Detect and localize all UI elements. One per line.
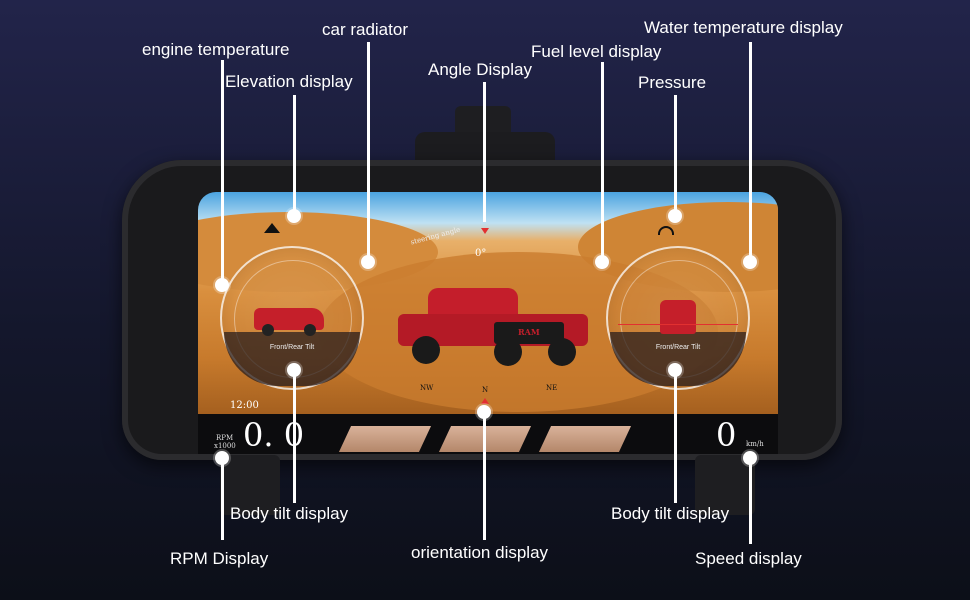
speed-unit: km/h: [746, 440, 764, 448]
callout-dot: [215, 278, 229, 292]
gauge-shade: [224, 332, 360, 386]
callout-line: [674, 95, 677, 215]
wheel-icon: [548, 338, 576, 366]
body-tilt-gauge-right: Front/Rear Tilt: [606, 246, 750, 390]
callout-line: [483, 412, 486, 540]
callout-line: [483, 82, 486, 222]
callout-dot: [595, 255, 609, 269]
callout-line: [293, 95, 296, 215]
speed-value: 0: [716, 416, 737, 454]
callout-line: [749, 458, 752, 544]
mount-bracket-right: [695, 455, 755, 515]
gauge-left-label: Front/Rear Tilt: [269, 344, 315, 351]
callout-engine-temperature: engine temperature: [142, 40, 290, 59]
rpm-unit: RPM: [216, 434, 234, 442]
callout-line: [367, 42, 370, 262]
pressure-icon: [658, 226, 674, 235]
callout-line: [221, 458, 224, 540]
wheel-icon: [262, 324, 274, 336]
callout-fuel-level-display: Fuel level display: [531, 42, 662, 61]
callout-speed-display: Speed display: [695, 549, 802, 568]
callout-line: [674, 370, 677, 503]
status-segment: [338, 426, 432, 452]
callout-angle-display: Angle Display: [428, 60, 532, 79]
steering-label: steering angle: [409, 225, 462, 247]
callout-body-tilt-right: Body tilt display: [611, 504, 730, 523]
angle-marker-icon: [481, 228, 489, 234]
rpm-scale: x1000: [214, 442, 236, 450]
elevation-icon: [264, 223, 280, 233]
callout-line: [749, 42, 752, 262]
compass-nw: NW: [420, 384, 434, 392]
truck-front-icon: [660, 300, 696, 334]
callout-line: [293, 370, 296, 503]
callout-dot: [743, 255, 757, 269]
callout-elevation-display: Elevation display: [225, 72, 353, 91]
wheel-icon: [494, 338, 522, 366]
callout-dot: [668, 209, 682, 223]
wheel-icon: [304, 324, 316, 336]
callout-pressure: Pressure: [638, 73, 707, 92]
main-truck: RAM: [398, 288, 588, 368]
callout-body-tilt-left: Body tilt display: [230, 504, 349, 523]
compass-marker-icon: [481, 398, 489, 404]
callout-line: [601, 62, 604, 262]
callout-rpm-display: RPM Display: [170, 549, 269, 568]
gauge-right-label: Front/Rear Tilt: [655, 344, 701, 351]
compass-n: N: [482, 386, 489, 394]
cluster-screen: steering angle 0° Front/Rear Tilt Front/…: [198, 192, 778, 414]
angle-value: 0°: [475, 248, 487, 259]
callout-water-temperature-display: Water temperature display: [644, 18, 843, 37]
compass-ne: NE: [546, 384, 558, 392]
callout-car-radiator: car radiator: [322, 20, 408, 39]
wheel-icon: [412, 336, 440, 364]
mount-bracket-left: [220, 455, 280, 515]
callout-line: [221, 60, 224, 284]
truck-brand: RAM: [518, 327, 540, 337]
tilt-line: [618, 324, 738, 325]
callout-orientation-display: orientation display: [411, 543, 549, 562]
status-segment: [538, 426, 632, 452]
callout-dot: [287, 209, 301, 223]
callout-dot: [361, 255, 375, 269]
clock: 12:00: [230, 400, 259, 411]
